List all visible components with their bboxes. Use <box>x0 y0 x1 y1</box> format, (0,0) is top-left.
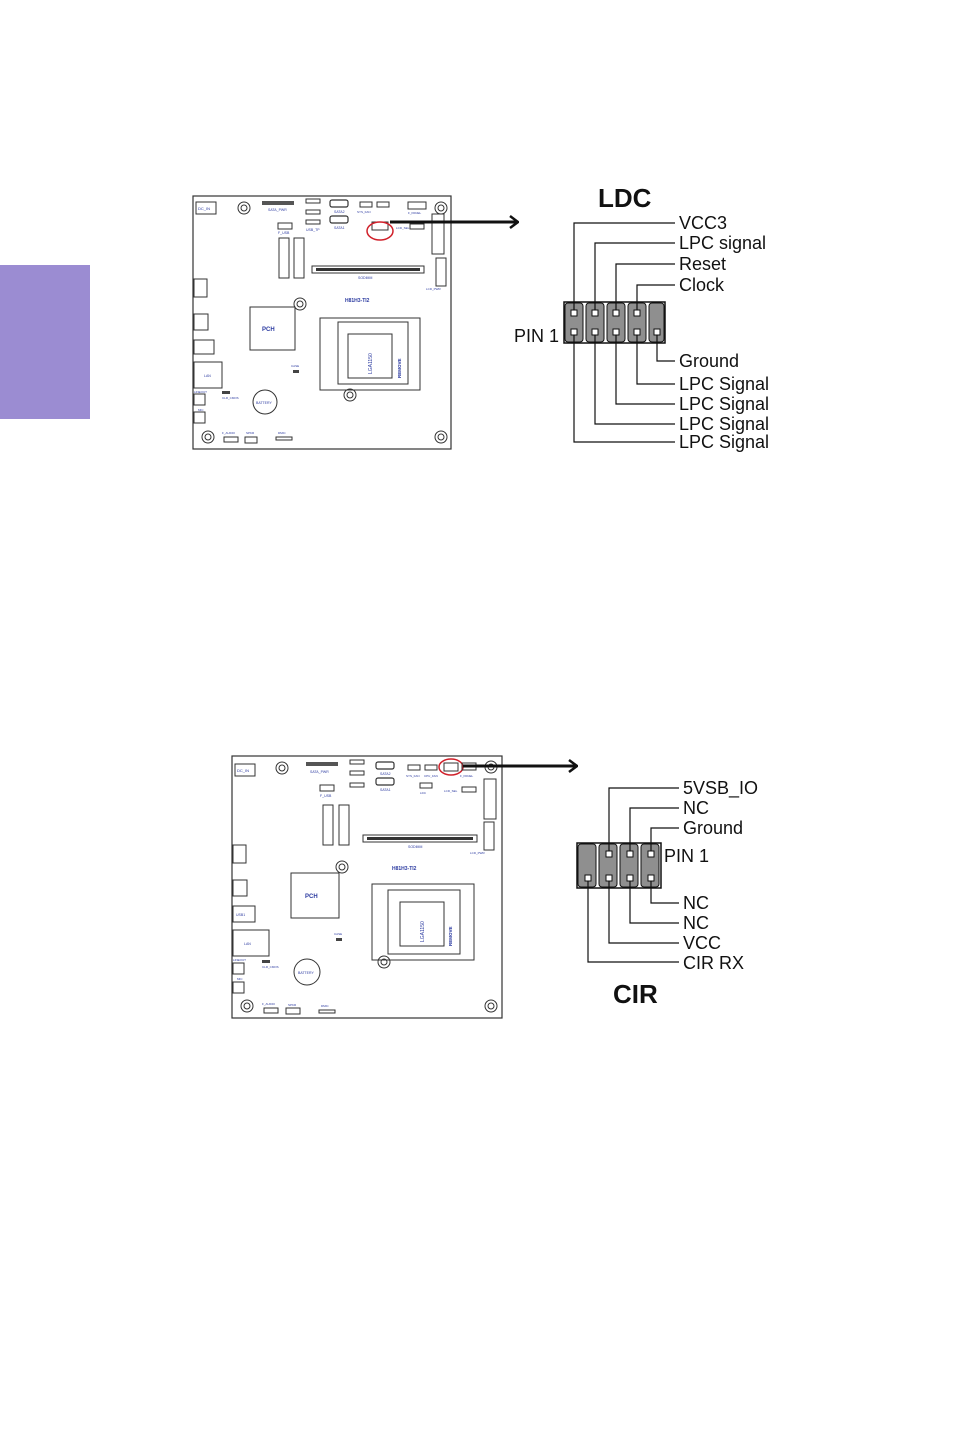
board-label-clr-cmos: CLR_CMOS <box>222 396 239 400</box>
board2-label-pch: PCH <box>305 894 318 900</box>
ldc-pin-label: LPC Signal <box>679 432 769 452</box>
board-label-spkr: SPKR <box>246 431 255 435</box>
board2-label-lan: LAN <box>244 942 251 946</box>
board2-label-sodimm: SODIMM <box>408 845 422 849</box>
cir-title: CIR <box>613 979 658 1009</box>
board2-label-f-audio: F_AUDIO <box>262 1002 276 1006</box>
board-label-sata1: SATA1 <box>334 226 345 230</box>
board-label-usb-tp: USB_TP <box>306 228 320 232</box>
board2-label-battery: BATTERY <box>298 971 314 975</box>
board-name-top: H81H3-TI2 <box>345 298 370 304</box>
board2-label-usb: USB1 <box>236 913 245 917</box>
ldc-pin-label: LPC Signal <box>679 394 769 414</box>
ldc-pin-label: LPC signal <box>679 233 766 253</box>
board-label-sodimm: SODIMM <box>358 276 372 280</box>
ldc-pin-label: LPC Signal <box>679 374 769 394</box>
board-label-lineout: LINEOUT <box>194 390 207 394</box>
cir-pin-label: NC <box>683 893 709 913</box>
board2-label-mic: MIC <box>237 977 243 981</box>
motherboard-bottom: DC_IN SATA_PWR F_USB SATA2 SATA1 SYS_FAN… <box>231 755 503 1019</box>
section-side-tab <box>0 265 90 419</box>
cir-pin-label: NC <box>683 798 709 818</box>
board-label-mic: MIC <box>198 408 204 412</box>
board-label-lan: LAN <box>204 374 211 378</box>
cir-pin-label: VCC <box>683 933 721 953</box>
board-label-battery: BATTERY <box>256 401 272 405</box>
board2-label-sata-pwr: SATA_PWR <box>310 770 329 774</box>
ldc-highlight-circle <box>366 221 394 241</box>
board2-label-ldc: LDC <box>420 791 427 795</box>
board-label-case: CASE <box>291 364 299 368</box>
board2-label-clr-cmos: CLR_CMOS <box>262 965 279 969</box>
board2-label-lga: LGA1150 <box>420 921 426 942</box>
board2-label-lcd-pwr: LCD_PWR <box>470 851 486 855</box>
board2-label-sata2: SATA2 <box>380 772 391 776</box>
board2-label-lcd-sel: LCD_SEL <box>444 789 458 793</box>
ldc-pin-label: Reset <box>679 254 726 274</box>
board2-label-lineout: LINEOUT <box>233 958 246 962</box>
board2-label-sata1: SATA1 <box>380 788 391 792</box>
cir-pin1-label: PIN 1 <box>664 846 709 866</box>
board-label-pch: PCH <box>262 327 275 333</box>
cir-pin-diagram: PIN 1 5VSB_IO NC Ground NC NC VCC CIR RX… <box>576 778 758 1009</box>
ldc-title: LDC <box>598 183 652 213</box>
ldc-pin-label: Ground <box>679 351 739 371</box>
board-label-sata2: SATA2 <box>334 210 345 214</box>
board2-label-case: CASE <box>334 932 342 936</box>
board-label-f-usb: F_USB <box>278 231 290 235</box>
cir-pin-label: NC <box>683 913 709 933</box>
board-label-lcd-sel: LCD_SEL <box>396 226 410 230</box>
board-label-sata-pwr: SATA_PWR <box>268 208 287 212</box>
board-label-remove: REMOVE <box>397 358 402 378</box>
board2-label-dc-in: DC_IN <box>237 768 249 773</box>
board2-label-dmic: DMIC <box>321 1004 329 1008</box>
ldc-pin-diagram: LDC PIN 1 VCC3 LPC signal Reset <box>514 183 769 452</box>
board-label-f-audio: F_AUDIO <box>222 431 236 435</box>
board2-label-f-usb: F_USB <box>320 794 332 798</box>
board-label-f-panel: F_PANEL <box>408 211 421 215</box>
board2-label-cpu-fan: CPU_FAN <box>424 774 438 778</box>
cir-pin-label: CIR RX <box>683 953 744 973</box>
board-label-lga: LGA1150 <box>368 353 374 374</box>
motherboard-top: DC_IN SATA_PWR USB_TP F_USB SATA2 SATA1 … <box>192 195 452 450</box>
board2-label-sys-fan: SYS_FAN <box>406 774 420 778</box>
board2-label-f-panel: F_PANEL <box>460 774 473 778</box>
ldc-pin-label: LPC Signal <box>679 414 769 434</box>
ldc-pin1-label: PIN 1 <box>514 326 559 346</box>
board-name-bottom: H81H3-TI2 <box>392 866 417 872</box>
cir-pin-label: Ground <box>683 818 743 838</box>
ldc-pin-label: VCC3 <box>679 213 727 233</box>
board2-label-remove: REMOVE <box>448 926 453 946</box>
cir-pin-label: 5VSB_IO <box>683 778 758 799</box>
board-label-lcd-pwr: LCD_PWR <box>426 287 442 291</box>
ldc-pin-label: Clock <box>679 275 725 295</box>
board-label-dmic: DMIC <box>278 431 286 435</box>
board2-label-spkr: SPKR <box>288 1003 297 1007</box>
board-label-sys-fan: SYS_FAN <box>357 210 371 214</box>
board-label-dc-in: DC_IN <box>198 206 210 211</box>
